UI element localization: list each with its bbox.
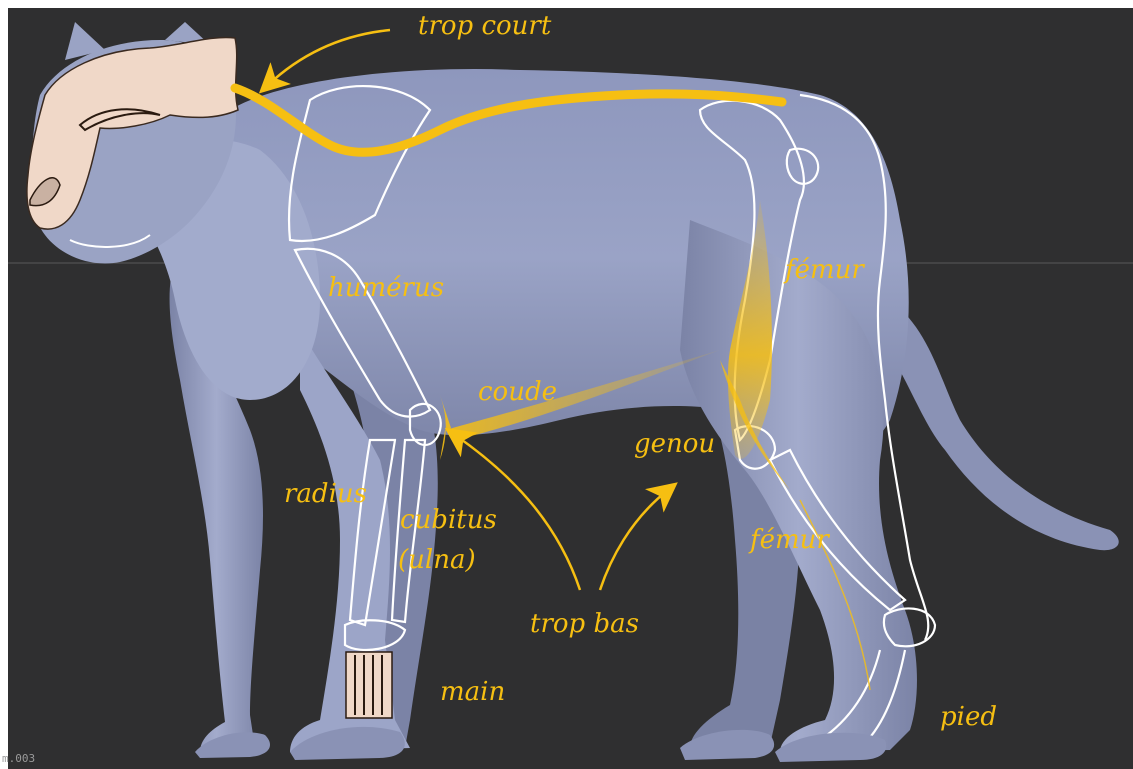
hand-bones xyxy=(346,652,392,718)
label-femur-upper: fémur xyxy=(783,255,865,285)
label-trop-bas: trop bas xyxy=(530,609,639,639)
label-femur-lower: fémur xyxy=(748,525,830,555)
label-humerus: humérus xyxy=(328,273,444,303)
label-genou: genou xyxy=(634,429,715,459)
label-ulna: (ulna) xyxy=(398,545,476,575)
viewport-corner-label: m.003 xyxy=(2,752,35,765)
label-radius: radius xyxy=(284,479,367,509)
label-trop-court: trop court xyxy=(418,11,552,41)
label-pied: pied xyxy=(940,702,997,732)
label-main: main xyxy=(440,677,505,707)
label-coude: coude xyxy=(478,377,557,407)
label-cubitus: cubitus xyxy=(400,505,497,535)
